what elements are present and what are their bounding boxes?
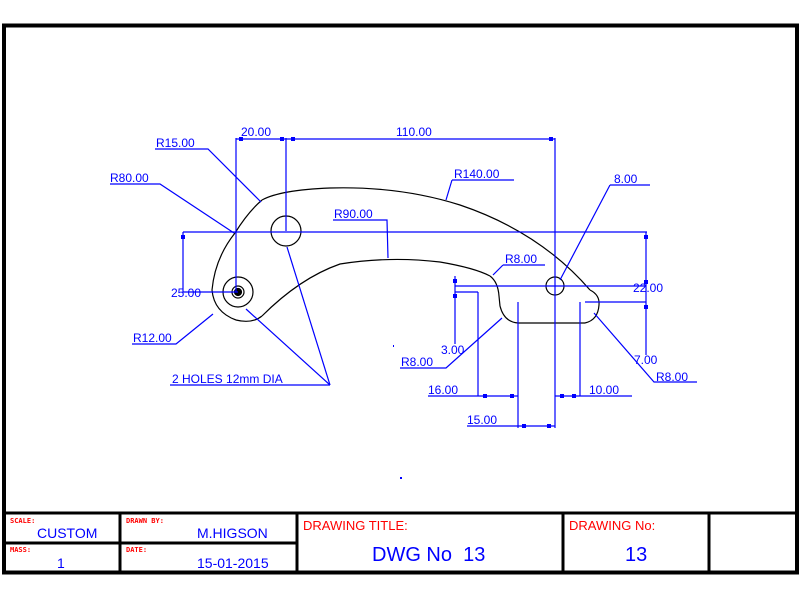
dim-r8-right: R8.00	[656, 370, 688, 384]
drawn-by-label: DRAWN BY:	[126, 517, 164, 525]
drawn-by-value: M.HIGSON	[197, 525, 268, 541]
drawing-no-value: 13	[625, 544, 647, 566]
dim-r8-left: R8.00	[401, 355, 433, 369]
drawing-no-label: DRAWING No:	[569, 518, 655, 533]
dimension-texts: R15.00 R80.00 20.00 110.00 R140.00 R90.0…	[110, 125, 688, 427]
mass-value: 1	[57, 555, 65, 571]
blend-r8-top	[489, 275, 500, 297]
scale-value: CUSTOM	[37, 525, 97, 541]
dim-10: 10.00	[589, 383, 619, 397]
blend-r15	[234, 199, 263, 234]
dim-r15: R15.00	[156, 136, 195, 150]
part-outline	[211, 187, 600, 324]
drawing-title-value: DWG No 13	[372, 544, 485, 566]
dim-20: 20.00	[241, 125, 271, 139]
date-value: 15-01-2015	[197, 555, 269, 571]
title-block	[4, 511, 797, 572]
dim-3: 3.00	[441, 343, 465, 357]
dim-r140: R140.00	[454, 167, 500, 181]
dim-dia8: 8.00	[614, 172, 638, 186]
dimension-markers	[181, 137, 648, 479]
dim-15: 15.00	[467, 413, 497, 427]
dim-7: 7.00	[634, 353, 658, 367]
sheet-border	[2, 23, 799, 575]
dim-r80: R80.00	[110, 171, 149, 185]
outer-arc-r80	[211, 232, 237, 321]
date-label: DATE:	[126, 546, 147, 554]
dim-r8-top: R8.00	[505, 252, 537, 266]
dim-16: 16.00	[428, 383, 458, 397]
slot-left	[498, 295, 519, 324]
dim-110: 110.00	[396, 125, 432, 139]
drawing-title-label: DRAWING TITLE:	[303, 518, 408, 533]
dimension-lines	[110, 138, 697, 428]
dim-r12: R12.00	[133, 331, 172, 345]
dim-22: 22.00	[633, 281, 663, 295]
mass-label: MASS:	[10, 546, 31, 554]
slot-right	[584, 289, 600, 324]
dim-25: 25.00	[171, 286, 201, 300]
outer-arc-r140	[261, 187, 591, 291]
inner-arc-r90	[261, 258, 491, 317]
title-block-texts: SCALE: CUSTOM DRAWN BY: M.HIGSON MASS: 1…	[10, 517, 655, 571]
scale-label: SCALE:	[10, 517, 35, 525]
boss-r12	[235, 315, 263, 322]
note-holes: 2 HOLES 12mm DIA	[172, 372, 283, 386]
dim-r90: R90.00	[334, 207, 373, 221]
